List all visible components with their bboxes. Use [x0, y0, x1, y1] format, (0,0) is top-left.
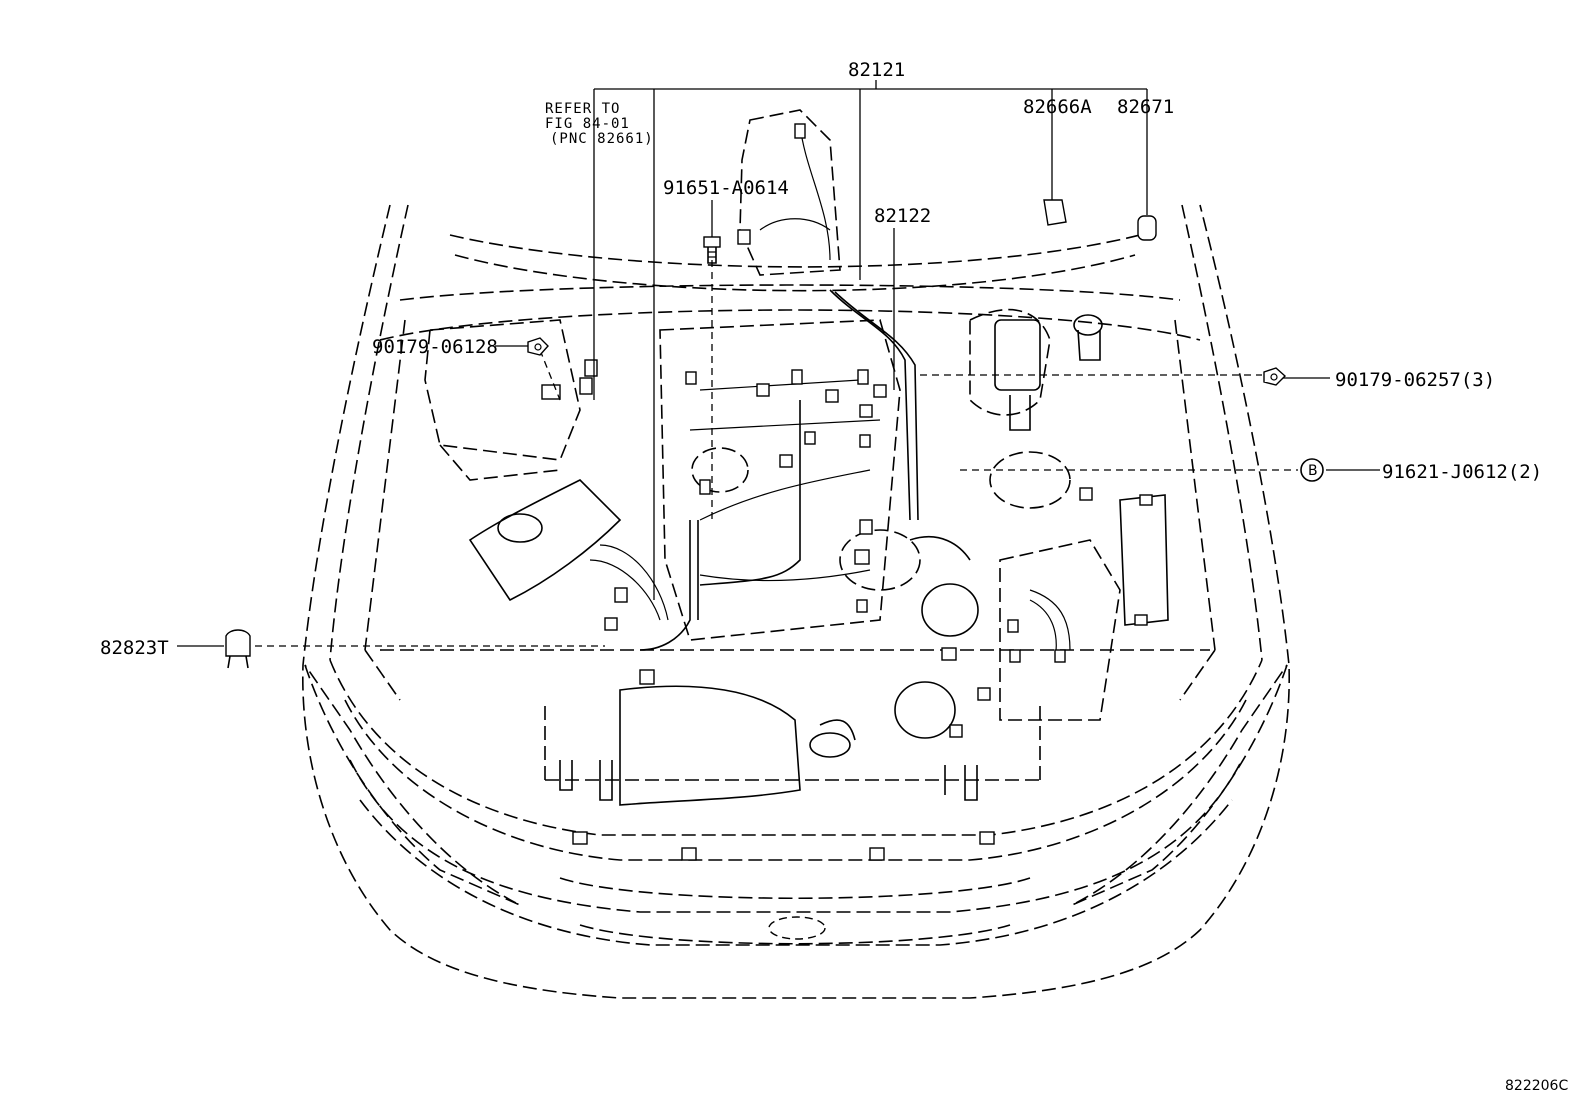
label-91651-a0614[interactable]: 91651-A0614	[663, 177, 789, 199]
b-badge-icon	[1300, 458, 1324, 482]
label-82666a[interactable]: 82666A	[1023, 96, 1092, 118]
vehicle-body-outline	[302, 204, 1290, 999]
label-90179-06128[interactable]: 90179-06128	[372, 336, 498, 358]
leader-lines	[177, 80, 1380, 647]
reference-note[interactable]: REFER TO FIG 84-01 (PNC 82661)	[545, 101, 654, 147]
cap-82671-icon[interactable]	[1137, 215, 1157, 241]
label-82121[interactable]: 82121	[848, 59, 905, 81]
label-82823t[interactable]: 82823T	[100, 637, 169, 659]
pnc-reference-line: (PNC 82661)	[550, 131, 654, 147]
bolt-icon[interactable]	[703, 236, 721, 264]
clip-82666a-icon[interactable]	[1043, 199, 1067, 226]
fig-reference-line: FIG 84-01	[545, 116, 630, 132]
label-91621-j0612[interactable]: 91621-J0612(2)	[1382, 461, 1542, 483]
nut-icon-left[interactable]	[527, 337, 549, 356]
badge-b-text: B	[1308, 463, 1318, 479]
label-82671[interactable]: 82671	[1117, 96, 1174, 118]
nut-icon-right[interactable]	[1263, 367, 1287, 386]
part-number-labels: 82121 82122 82666A 82671 91651-A0614 901…	[100, 59, 1542, 659]
figure-code: 822206C	[1505, 1078, 1568, 1094]
clamp-82823t-icon[interactable]	[225, 629, 251, 669]
refer-to-line: REFER TO	[545, 101, 620, 117]
label-82122[interactable]: 82122	[874, 205, 931, 227]
label-90179-06257[interactable]: 90179-06257(3)	[1335, 369, 1495, 391]
fastener-parts	[225, 199, 1324, 669]
